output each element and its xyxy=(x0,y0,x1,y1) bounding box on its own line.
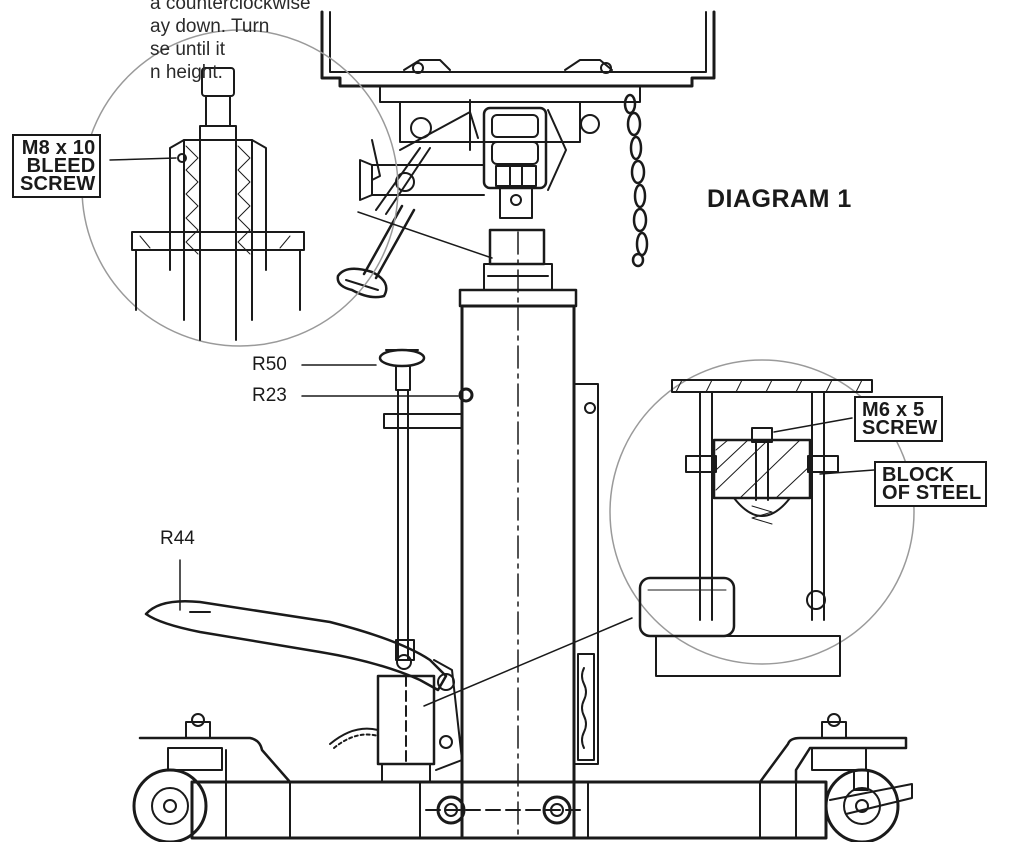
instruction-line: n height. xyxy=(150,62,223,83)
instruction-line: a counterclockwise xyxy=(150,0,311,14)
saddle-cradle xyxy=(320,10,716,103)
pump-assembly xyxy=(144,600,463,783)
callout-line: OF STEEL xyxy=(882,482,982,504)
instruction-text: a counterclockwise ay down. Turn se unti… xyxy=(150,0,380,84)
callout-line: SCREW xyxy=(20,173,96,195)
part-ref-r50: R50 xyxy=(252,354,287,375)
callout-line: M6 x 5 xyxy=(862,399,925,421)
instruction-line: se until it xyxy=(150,39,225,60)
callout-line: BLOCK xyxy=(882,464,955,486)
diagram-title: DIAGRAM 1 xyxy=(707,185,852,213)
release-handle xyxy=(336,204,416,299)
bleed-screw-detail-view xyxy=(81,29,493,347)
base-frame xyxy=(132,713,913,842)
callout-line: M8 x 10 xyxy=(21,137,96,159)
bleed-screw-callout: M8 x 10 BLEED SCREW xyxy=(12,134,102,198)
instruction-line: ay down. Turn xyxy=(150,16,270,37)
block-of-steel-callout: BLOCK OF STEEL xyxy=(874,461,988,507)
callout-line: BLEED xyxy=(26,155,96,177)
reference-leaders xyxy=(179,364,459,611)
part-ref-r44: R44 xyxy=(160,528,195,549)
screw-block-detail-view xyxy=(423,359,915,707)
tilt-head xyxy=(359,99,600,219)
guide-rail xyxy=(573,383,599,765)
pump-rod xyxy=(378,348,463,661)
part-ref-r23: R23 xyxy=(252,385,287,406)
safety-chain xyxy=(623,93,649,268)
cylinder-body xyxy=(458,231,576,841)
callout-line: SCREW xyxy=(862,417,938,439)
screw-callout: M6 x 5 SCREW xyxy=(854,396,944,442)
